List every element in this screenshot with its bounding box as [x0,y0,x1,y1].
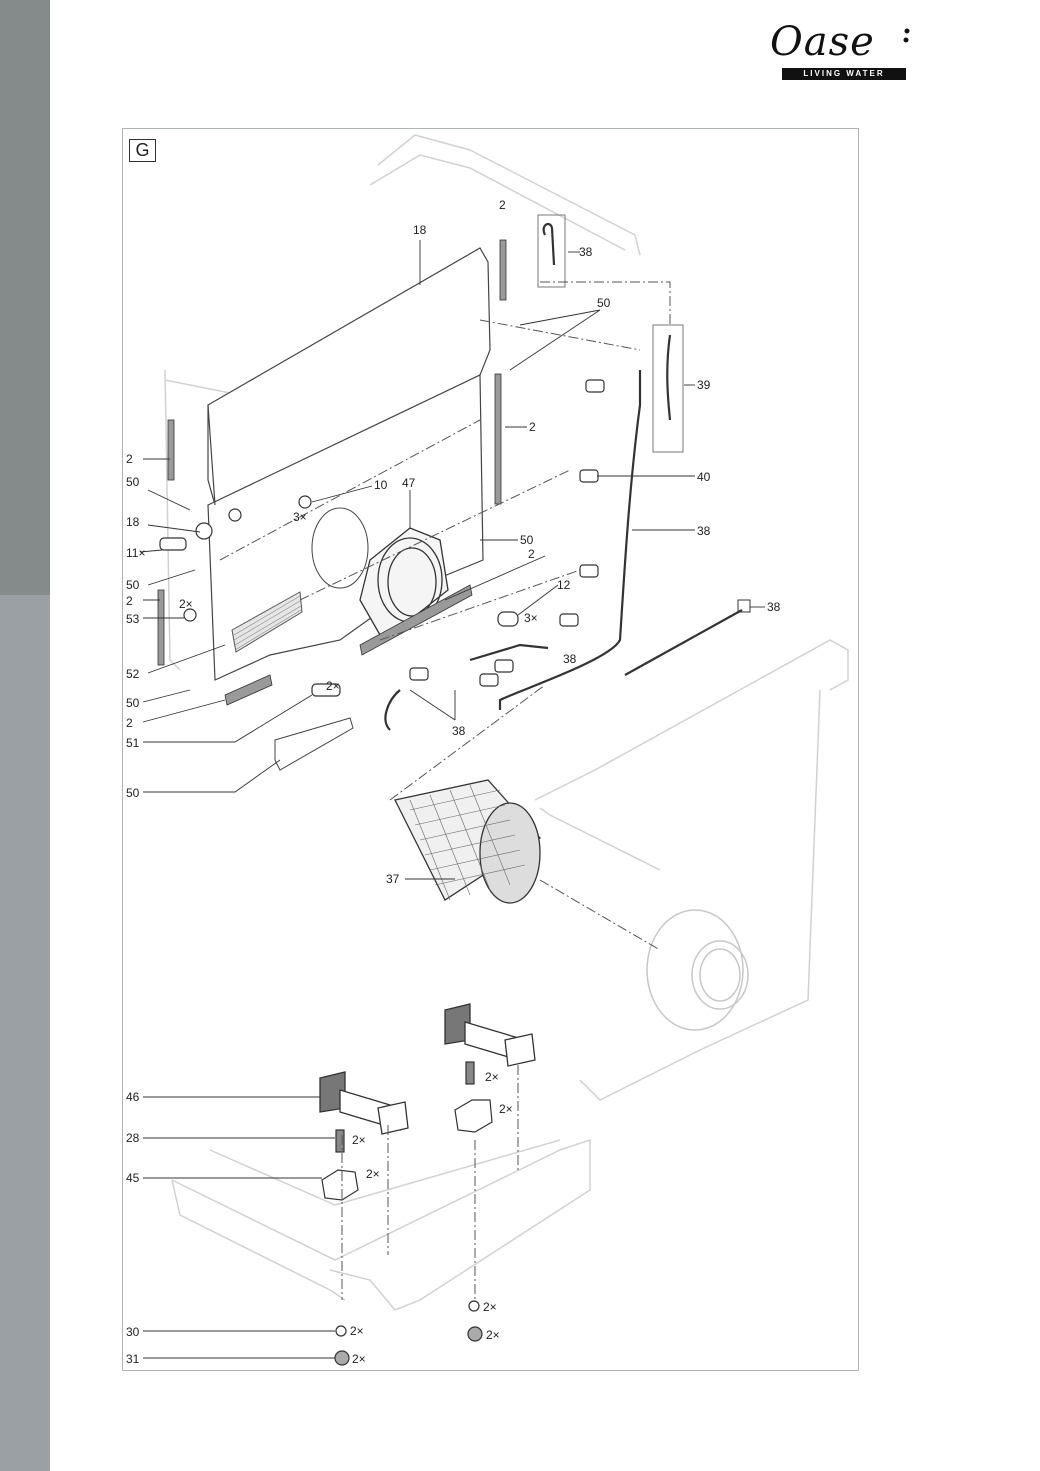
label-18-top: 18 [413,223,427,237]
sidebar-tab-dark [0,0,50,595]
label-38-low: 38 [452,724,466,738]
label-53: 53 [126,612,140,626]
leader-lines [139,240,765,1359]
clips-bolts [321,1061,493,1366]
hoses [384,222,672,731]
label-2-left: 2 [126,452,133,466]
label-3x-10: 3× [293,510,307,524]
plate-opening [311,507,369,589]
grill-vent [231,591,303,653]
label-2-center: 2 [528,547,535,561]
callout-boxes [537,214,684,453]
label-52: 52 [126,667,140,681]
label-31: 31 [126,1352,140,1366]
label-2x-51: 2× [326,679,340,693]
label-2-top: 2 [499,198,506,212]
label-2x-28: 2× [352,1133,366,1147]
label-10: 10 [374,478,388,492]
label-38-top: 38 [579,245,593,259]
label-50-mid: 50 [520,533,534,547]
label-45: 45 [126,1171,140,1185]
label-2x-clip-right: 2× [499,1102,513,1116]
label-18-left: 18 [126,515,140,529]
hose-clamps [409,379,605,687]
label-50-top: 50 [597,296,611,310]
label-46: 46 [126,1090,140,1104]
part-labels: 2 18 38 50 39 2 2 40 50 10 3× 47 38 18 1… [126,198,781,1366]
brand-logo: Oase LIVING WATER [770,18,910,84]
cable-tie [624,599,751,676]
flange-ring [359,527,449,636]
assembly-lines [219,281,671,1300]
label-2x-53: 2× [179,597,193,611]
housing-outline [164,134,849,1311]
stands [319,1003,536,1135]
label-2-bottom: 2 [126,716,133,730]
label-40: 40 [697,470,711,484]
label-38-tie: 38 [767,600,781,614]
label-2x-bolt-right: 2× [485,1070,499,1084]
label-50-left2: 50 [126,578,140,592]
label-38-mid: 38 [563,652,577,666]
label-12: 12 [557,578,571,592]
label-51: 51 [126,736,140,750]
label-2x-45: 2× [366,1167,380,1181]
label-11x: 11× [126,546,145,560]
label-47: 47 [402,476,416,490]
fittings [159,495,519,697]
label-37: 37 [386,872,400,886]
label-2x-nut-right: 2× [486,1328,500,1342]
label-28: 28 [126,1131,140,1145]
label-38-hose: 38 [697,524,711,538]
label-2x-30: 2× [350,1324,364,1338]
label-39: 39 [697,378,711,392]
label-2x-31: 2× [352,1352,366,1366]
section-letter: G [129,139,156,162]
label-30: 30 [126,1325,140,1339]
label-50-left1: 50 [126,475,140,489]
mounting-plate [207,247,491,681]
label-2x-washer-right: 2× [483,1300,497,1314]
diagram-frame: G [122,128,859,1371]
label-2-left2: 2 [126,594,133,608]
bottom-bracket [274,717,354,771]
brand-wordmark: Oase [770,19,875,65]
strainer-basket [394,779,541,904]
brand-tagline: LIVING WATER [782,68,906,80]
label-50-left3: 50 [126,696,140,710]
pump-port [646,909,749,1031]
label-3x-12: 3× [524,611,538,625]
sidebar-tab-light [0,595,50,1471]
label-50-bottom: 50 [126,786,140,800]
logo-drops-icon [903,28,910,43]
label-2-right: 2 [529,420,536,434]
